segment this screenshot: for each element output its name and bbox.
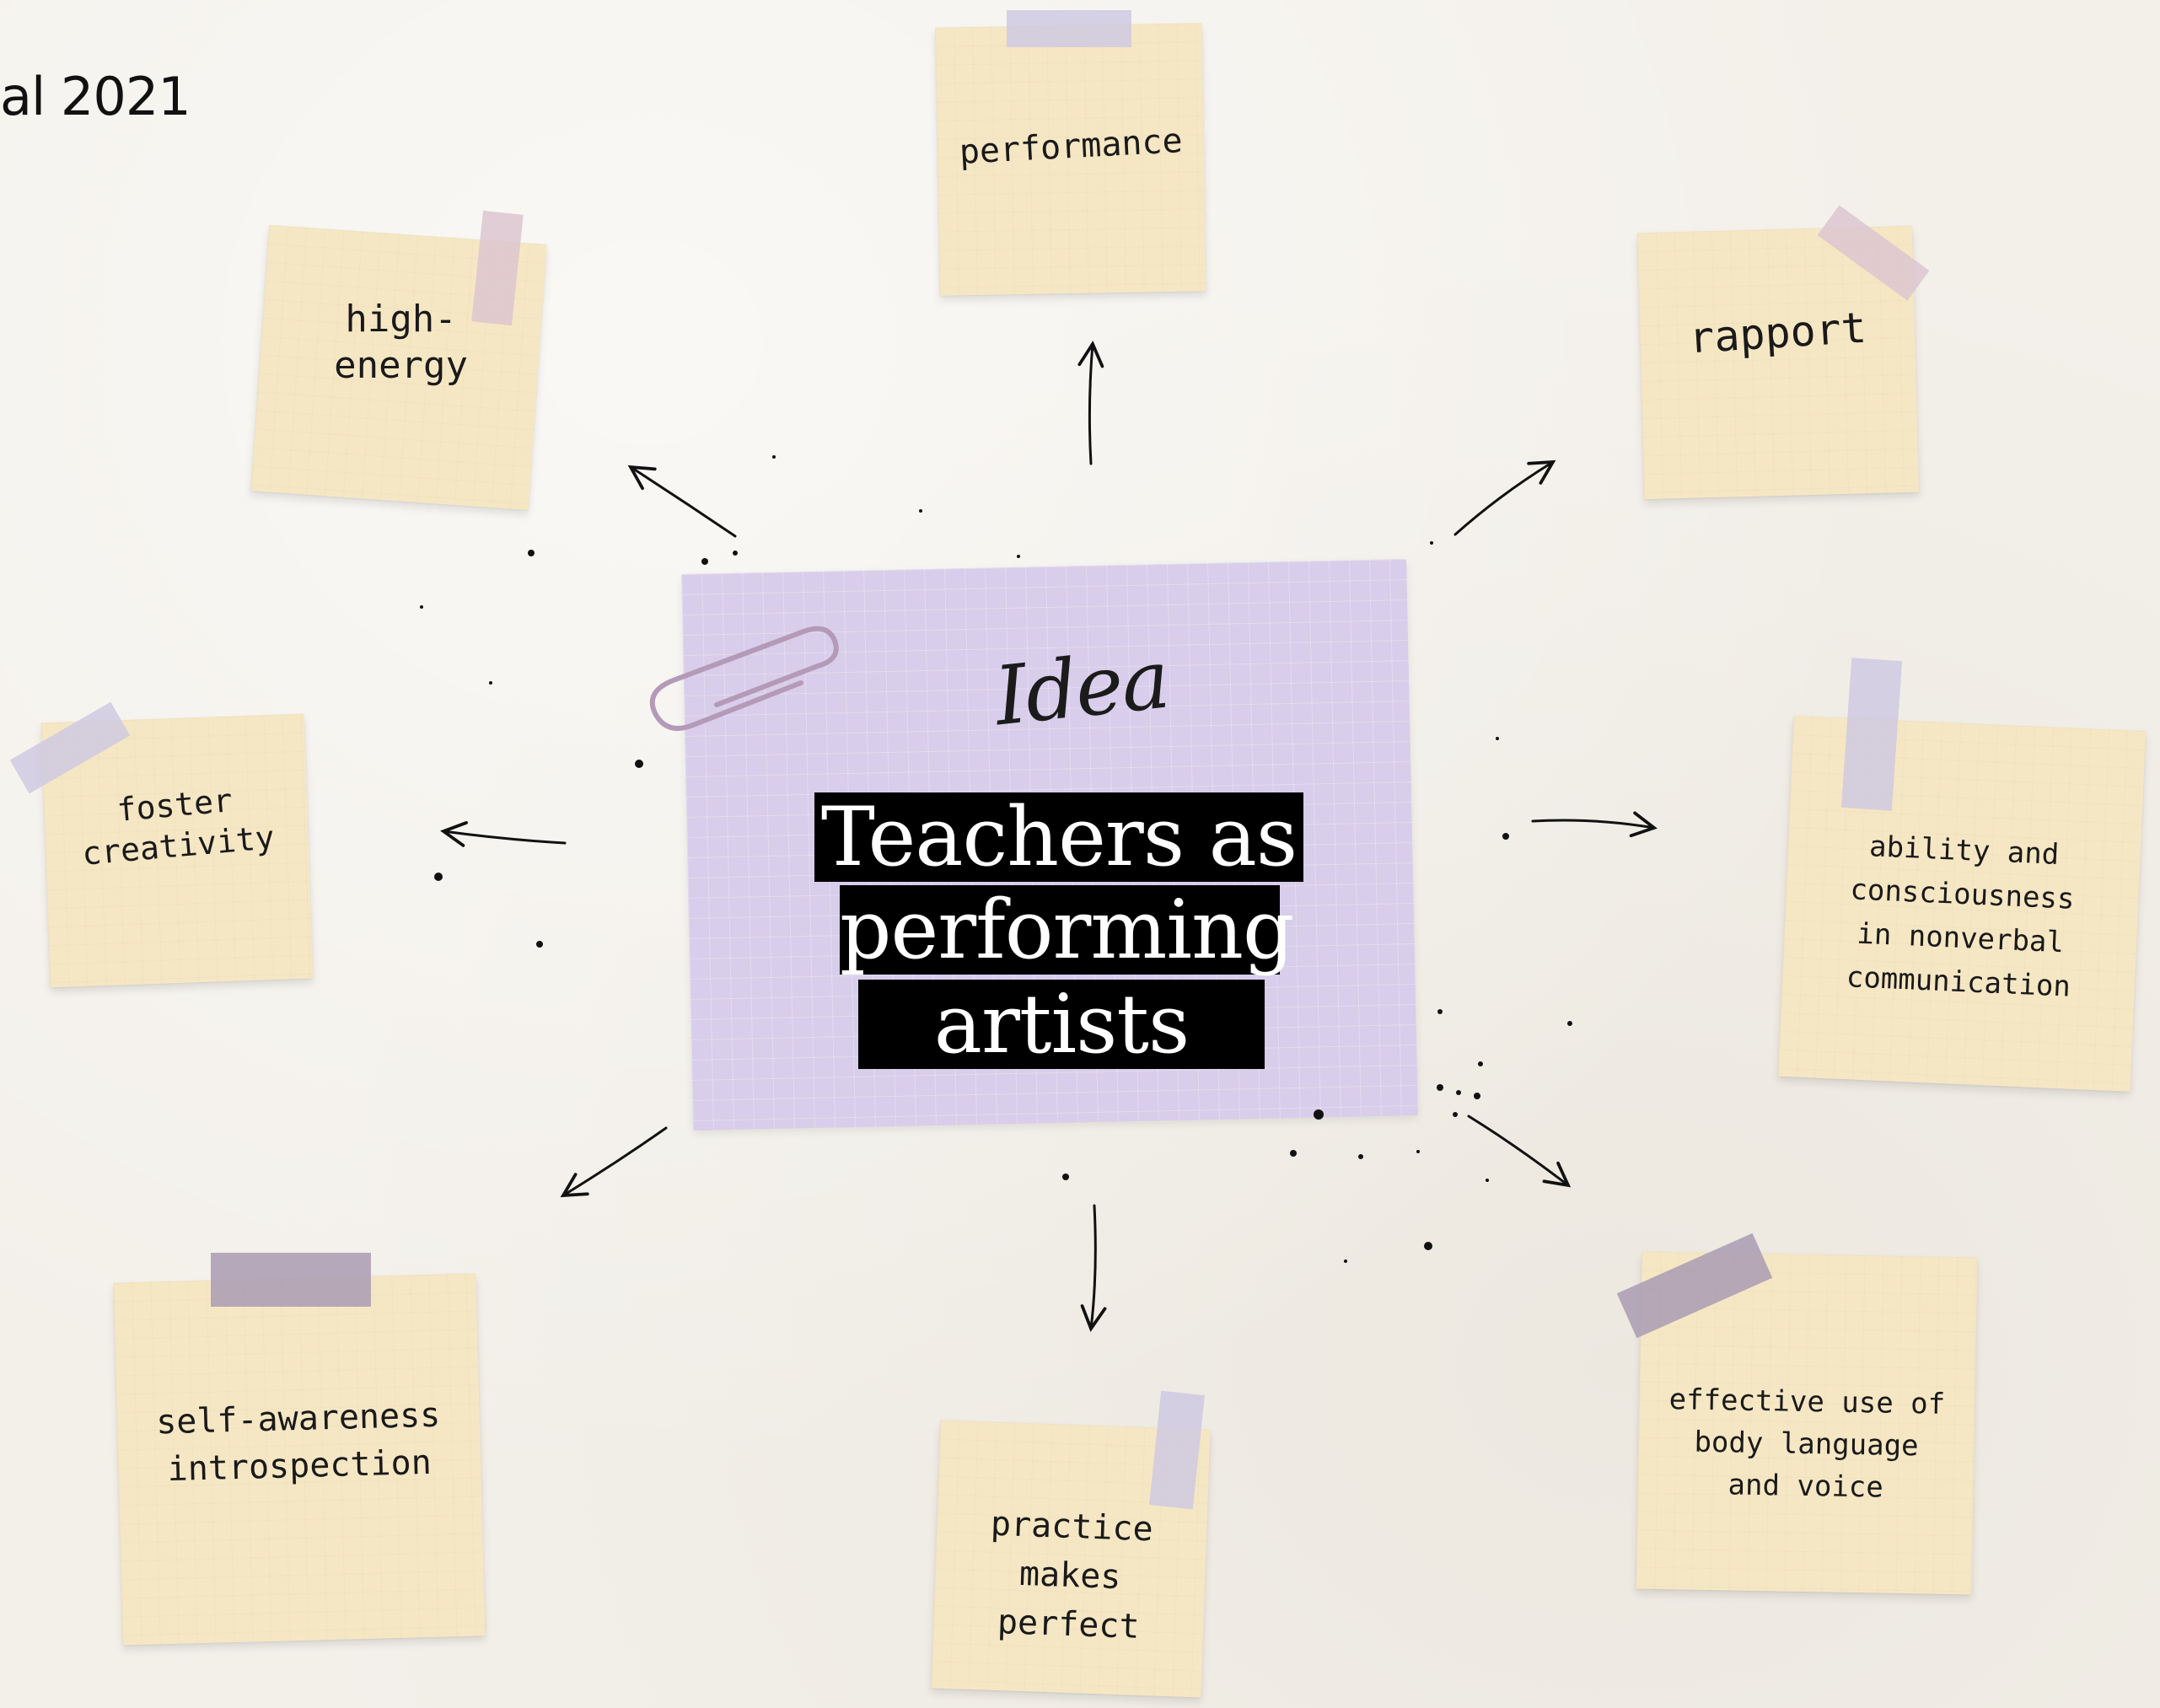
- arrow-to-rapport: [1453, 459, 1556, 536]
- note-label: practice makes perfect: [990, 1504, 1154, 1646]
- note-label: performance: [958, 121, 1184, 172]
- note-label: ability and consciousness in nonverbal c…: [1846, 830, 2076, 1004]
- tape: [211, 1253, 371, 1307]
- center-title-line-3: artists: [858, 980, 1265, 1069]
- center-title-line-2: performing: [840, 883, 1294, 977]
- center-subtitle: Idea: [990, 631, 1173, 744]
- arrow-to-body-language: [1467, 1114, 1572, 1188]
- note-self-awareness[interactable]: self-awareness introspection: [113, 1273, 486, 1646]
- arrow-to-self-awareness: [560, 1126, 668, 1198]
- center-title-line-1: Teachers as: [814, 792, 1303, 882]
- note-performance[interactable]: performance: [935, 23, 1206, 296]
- arrow-to-performance: [1077, 341, 1104, 465]
- arrow-to-nonverbal: [1531, 811, 1658, 838]
- tape: [1007, 10, 1131, 47]
- arrow-to-practice: [1080, 1204, 1107, 1332]
- note-label: self-awareness introspection: [155, 1395, 441, 1490]
- note-label: high- energy: [333, 298, 468, 388]
- tape: [1840, 658, 1903, 811]
- note-label: foster creativity: [80, 781, 276, 872]
- corner-text: al 2021: [0, 66, 191, 127]
- note-label: rapport: [1687, 303, 1868, 363]
- note-nonverbal[interactable]: ability and consciousness in nonverbal c…: [1777, 716, 2147, 1092]
- note-label: effective use of body language and voice: [1668, 1383, 1946, 1505]
- arrow-to-high-energy: [627, 465, 737, 538]
- arrow-to-foster-creativity: [440, 821, 567, 847]
